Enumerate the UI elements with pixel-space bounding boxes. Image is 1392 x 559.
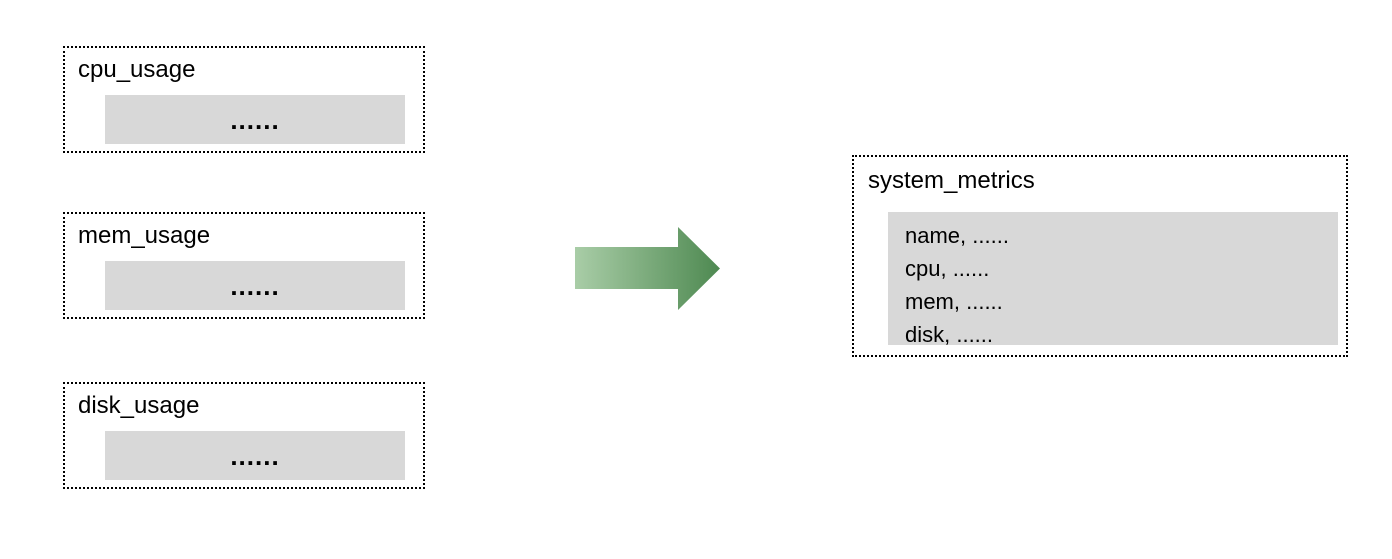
table-mem-usage: mem_usage ...... [63,212,425,319]
table-cpu-usage: cpu_usage ...... [63,46,425,153]
table-body-bar: ...... [105,431,405,480]
table-title: cpu_usage [78,56,196,83]
ellipsis-text: ...... [230,440,280,471]
ellipsis-text: ...... [230,270,280,301]
table-row: disk, ...... [905,322,994,347]
table-row: name, ...... [905,223,1009,248]
table-row: cpu, ...... [905,256,990,281]
table-title: system_metrics [868,167,1035,194]
table-system-metrics: system_metrics name, ...... cpu, ...... … [852,155,1348,357]
table-title: disk_usage [78,392,200,419]
table-body-bar: ...... [105,95,405,144]
table-title: mem_usage [78,222,211,249]
ellipsis-text: ...... [230,104,280,135]
table-row: mem, ...... [905,289,1003,314]
table-disk-usage: disk_usage ...... [63,382,425,489]
table-body-panel: name, ...... cpu, ...... mem, ...... dis… [888,212,1338,347]
merge-arrow-icon [575,227,721,310]
table-body-bar: ...... [105,261,405,310]
